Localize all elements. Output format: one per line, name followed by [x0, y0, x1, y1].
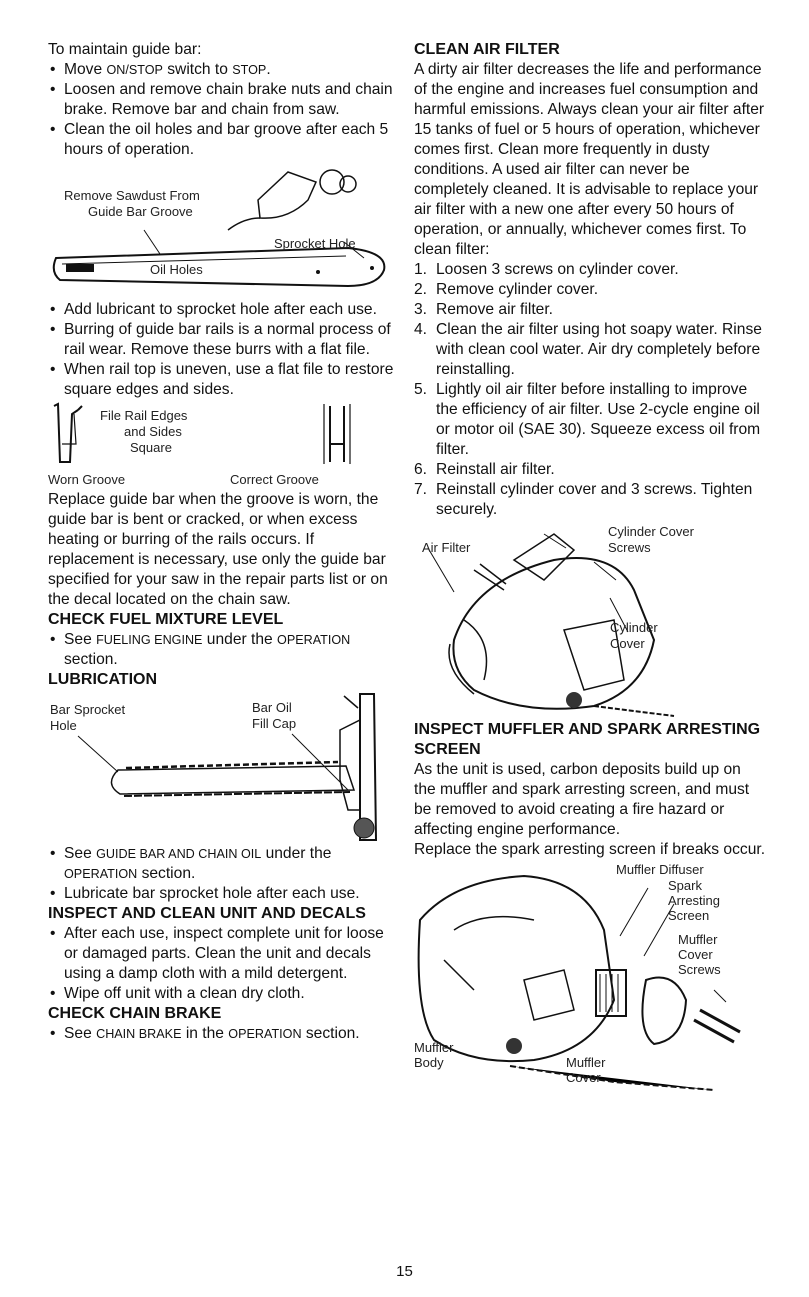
bar-oil-label: Bar Oil	[252, 700, 292, 715]
step-loosen-brake: Loosen and remove chain brake nuts and c…	[48, 80, 396, 120]
muffler-cover-screws-label-3: Screws	[678, 962, 721, 977]
lubrication-item-see: See GUIDE BAR AND CHAIN OIL under the OP…	[48, 844, 396, 884]
replace-guide-bar-paragraph: Replace guide bar when the groove is wor…	[48, 491, 388, 608]
guide-bar-intro: To maintain guide bar:	[48, 41, 202, 58]
lubrication-list: See GUIDE BAR AND CHAIN OIL under the OP…	[48, 844, 396, 904]
air-filter-paragraph: A dirty air filter decreases the life an…	[414, 61, 765, 258]
step-text: Clean the air filter using hot soapy wat…	[436, 321, 762, 378]
square-label: Square	[130, 440, 172, 455]
remove-sawdust-label: Remove Sawdust From	[64, 188, 200, 203]
step-number: 6.	[414, 461, 428, 478]
step-number: 5.	[414, 381, 428, 398]
cover-label: Cover	[610, 636, 645, 651]
chain-brake-list: See CHAIN BRAKE in the OPERATION section…	[48, 1024, 396, 1044]
fuel-mixture-item: See FUELING ENGINE under the OPERATION s…	[48, 630, 396, 670]
step-number: 2.	[414, 281, 428, 298]
step-number: 4.	[414, 321, 428, 338]
lubrication-item-sprocket: Lubricate bar sprocket hole after each u…	[48, 884, 396, 904]
guide-bar-illustration	[52, 169, 386, 288]
air-filter-illustration	[427, 533, 675, 717]
groove-captions: Worn Groove Correct Groove	[48, 470, 396, 490]
air-filter-step: 6. Reinstall air filter.	[414, 460, 766, 480]
air-filter-step: 3. Remove air filter.	[414, 300, 766, 320]
lubrication-figure: Bar Sprocket Hole Bar Oil Fill Cap	[48, 690, 396, 844]
step-number: 3.	[414, 301, 428, 318]
step-text: Loosen 3 screws on cylinder cover.	[436, 261, 679, 278]
muffler-cover-screws-label-2: Cover	[678, 947, 713, 962]
guide-bar-steps-2: Add lubricant to sprocket hole after eac…	[48, 300, 396, 400]
air-filter-figure: Cylinder Cover Screws Air Filter Cylinde…	[414, 520, 766, 720]
air-filter-step: 5. Lightly oil air filter before installi…	[414, 380, 766, 460]
lubrication-heading: LUBRICATION	[48, 671, 158, 688]
step-number: 7.	[414, 481, 428, 498]
fuel-mixture-heading: CHECK FUEL MIXTURE LEVEL	[48, 611, 284, 628]
muffler-cover-label-2: Cover	[566, 1070, 601, 1085]
and-sides-label: and Sides	[124, 424, 182, 439]
step-rail-top: When rail top is uneven, use a flat file…	[48, 360, 396, 400]
spark-label: Spark	[668, 878, 702, 893]
muffler-cover-label-1: Muffler	[566, 1055, 606, 1070]
step-text: Remove air filter.	[436, 301, 553, 318]
step-text: Reinstall cylinder cover and 3 screws. T…	[436, 481, 753, 518]
muffler-paragraph-1: As the unit is used, carbon deposits bui…	[414, 761, 750, 838]
muffler-diffuser-label: Muffler Diffuser	[616, 862, 704, 877]
inspect-unit-list: After each use, inspect complete unit fo…	[48, 924, 396, 1004]
arresting-label: Arresting	[668, 893, 721, 908]
muffler-paragraph-2: Replace the spark arresting screen if br…	[414, 841, 766, 858]
inspect-unit-item-2: Wipe off unit with a clean dry cloth.	[48, 984, 396, 1004]
bar-sprocket-label: Bar Sprocket	[50, 702, 126, 717]
muffler-illustration	[417, 874, 741, 1091]
hole-label: Hole	[50, 718, 77, 733]
air-filter-step: 4. Clean the air filter using hot soapy w…	[414, 320, 766, 380]
chain-brake-heading: CHECK CHAIN BRAKE	[48, 1005, 222, 1022]
air-filter-step: 2. Remove cylinder cover.	[414, 280, 766, 300]
cylinder-cover-label: Cylinder Cover	[608, 524, 694, 539]
guide-bar-groove-label: Guide Bar Groove	[88, 204, 193, 219]
inspect-unit-heading: INSPECT AND CLEAN UNIT AND DECALS	[48, 905, 366, 922]
chain-brake-item: See CHAIN BRAKE in the OPERATION section…	[48, 1024, 396, 1044]
air-filter-step: 1. Loosen 3 screws on cylinder cover.	[414, 260, 766, 280]
muffler-body-label-1: Muffler	[414, 1040, 454, 1055]
screen-label: Screen	[668, 908, 710, 923]
air-filter-step: 7. Reinstall cylinder cover and 3 screws.…	[414, 480, 766, 520]
guide-bar-figure: Remove Sawdust From Guide Bar Groove Spr…	[48, 160, 396, 300]
screws-label: Screws	[608, 540, 651, 555]
correct-groove-label: Correct Groove	[230, 472, 319, 487]
guide-bar-steps: Move ON/STOP switch to STOP. Loosen and …	[48, 60, 396, 160]
fill-cap-label: Fill Cap	[252, 716, 297, 731]
cylinder-label: Cylinder	[610, 620, 658, 635]
step-text: Lightly oil air filter before installing…	[436, 381, 761, 458]
left-column: To maintain guide bar: Move ON/STOP swit…	[48, 40, 396, 1044]
lubrication-illustration	[77, 693, 378, 841]
muffler-cover-screws-label-1: Muffler	[678, 932, 718, 947]
air-filter-heading: CLEAN AIR FILTER	[414, 41, 560, 58]
oil-holes-label: Oil Holes	[150, 262, 203, 277]
file-rail-edges-label: File Rail Edges	[100, 408, 188, 423]
muffler-heading: INSPECT MUFFLER AND SPARK ARRESTING SCRE…	[414, 721, 761, 758]
inspect-unit-item-1: After each use, inspect complete unit fo…	[48, 924, 396, 984]
right-column: CLEAN AIR FILTER A dirty air filter decr…	[414, 40, 766, 1092]
fuel-mixture-list: See FUELING ENGINE under the OPERATION s…	[48, 630, 396, 670]
rail-groove-illustration	[53, 402, 351, 464]
worn-groove-label: Worn Groove	[48, 472, 126, 487]
air-filter-label: Air Filter	[422, 540, 471, 555]
step-number: 1.	[414, 261, 428, 278]
step-move-switch: Move ON/STOP switch to STOP.	[48, 60, 396, 80]
step-burring: Burring of guide bar rails is a normal p…	[48, 320, 396, 360]
rail-groove-figure: File Rail Edges and Sides Square	[48, 400, 396, 470]
step-text: Reinstall air filter.	[436, 461, 555, 478]
page-number: 15	[396, 1263, 413, 1280]
air-filter-steps: 1. Loosen 3 screws on cylinder cover. 2. Re…	[414, 260, 766, 520]
sprocket-hole-label: Sprocket Hole	[274, 236, 356, 251]
muffler-body-label-2: Body	[414, 1055, 444, 1070]
step-text: Remove cylinder cover.	[436, 281, 599, 298]
step-add-lubricant: Add lubricant to sprocket hole after eac…	[48, 300, 396, 320]
muffler-figure: Muffler Diffuser Spark Arresting Screen …	[414, 860, 766, 1092]
step-clean-oil-holes: Clean the oil holes and bar groove after…	[48, 120, 396, 160]
